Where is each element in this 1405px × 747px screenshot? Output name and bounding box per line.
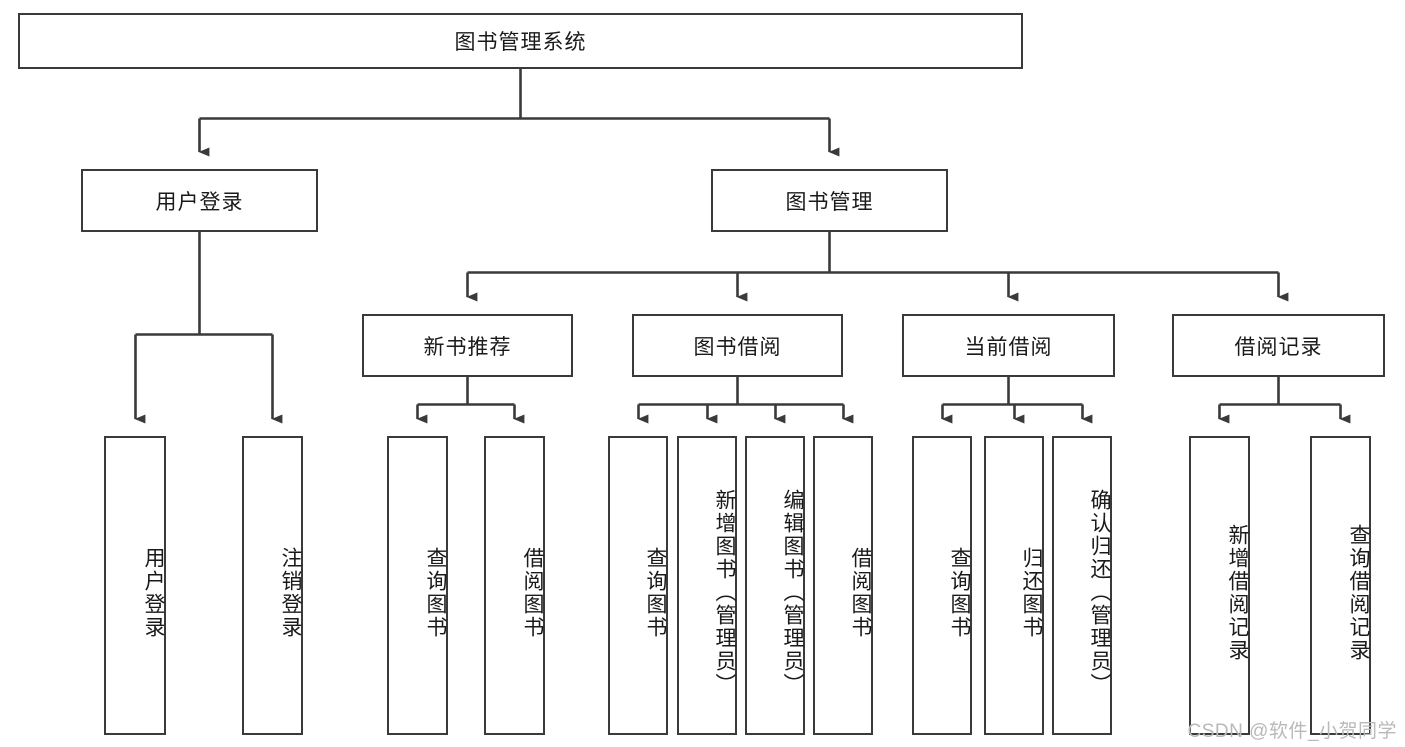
node-leaf-query-book-rec[interactable]: 查询图书: [387, 436, 448, 735]
node-new-book-recommend-label: 新书推荐: [423, 335, 512, 359]
node-new-book-recommend[interactable]: 新书推荐: [362, 314, 573, 377]
node-leaf-borrow-book-b[interactable]: 借阅图书: [813, 436, 873, 735]
node-leaf-borrow-book-rec-label: 借阅图书: [521, 546, 544, 639]
csdn-watermark: CSDN @软件_小贺同学: [1187, 721, 1397, 742]
node-book-manage-label: 图书管理: [785, 190, 874, 214]
node-leaf-return-book[interactable]: 归还图书: [984, 436, 1044, 735]
node-root[interactable]: 图书管理系统: [18, 13, 1023, 69]
node-leaf-query-record[interactable]: 查询借阅记录: [1310, 436, 1371, 735]
node-leaf-query-book-b[interactable]: 查询图书: [608, 436, 668, 735]
node-book-borrow[interactable]: 图书借阅: [632, 314, 843, 377]
node-borrow-record-label: 借阅记录: [1234, 335, 1323, 359]
node-leaf-confirm-return[interactable]: 确认归还（管理员）: [1052, 436, 1112, 735]
node-leaf-add-record-label: 新增借阅记录: [1226, 523, 1249, 662]
node-leaf-edit-book[interactable]: 编辑图书（管理员）: [745, 436, 805, 735]
node-root-label: 图书管理系统: [454, 31, 587, 54]
node-leaf-borrow-book-rec[interactable]: 借阅图书: [484, 436, 545, 735]
node-user-login-label: 用户登录: [155, 190, 244, 214]
node-leaf-add-book[interactable]: 新增图书（管理员）: [677, 436, 737, 735]
node-borrow-record[interactable]: 借阅记录: [1172, 314, 1385, 377]
node-leaf-add-book-label: 新增图书（管理员）: [713, 489, 736, 696]
node-leaf-query-book-c[interactable]: 查询图书: [912, 436, 972, 735]
node-leaf-return-book-label: 归还图书: [1020, 546, 1043, 639]
node-book-manage[interactable]: 图书管理: [711, 169, 948, 232]
node-leaf-query-book-c-label: 查询图书: [948, 546, 971, 639]
node-leaf-user-login-label: 用户登录: [142, 546, 165, 639]
node-book-borrow-label: 图书借阅: [693, 335, 782, 359]
node-current-borrow[interactable]: 当前借阅: [902, 314, 1115, 377]
node-user-login[interactable]: 用户登录: [81, 169, 318, 232]
node-current-borrow-label: 当前借阅: [964, 335, 1053, 359]
node-leaf-edit-book-label: 编辑图书（管理员）: [781, 489, 804, 696]
node-leaf-user-logout[interactable]: 注销登录: [242, 436, 303, 735]
node-leaf-query-record-label: 查询借阅记录: [1347, 523, 1370, 662]
node-leaf-confirm-return-label: 确认归还（管理员）: [1088, 489, 1111, 696]
node-leaf-user-login[interactable]: 用户登录: [104, 436, 166, 735]
node-leaf-query-book-rec-label: 查询图书: [424, 546, 447, 639]
node-leaf-user-logout-label: 注销登录: [279, 546, 302, 639]
node-leaf-borrow-book-b-label: 借阅图书: [849, 546, 872, 639]
node-leaf-query-book-b-label: 查询图书: [644, 546, 667, 639]
node-leaf-add-record[interactable]: 新增借阅记录: [1189, 436, 1250, 735]
